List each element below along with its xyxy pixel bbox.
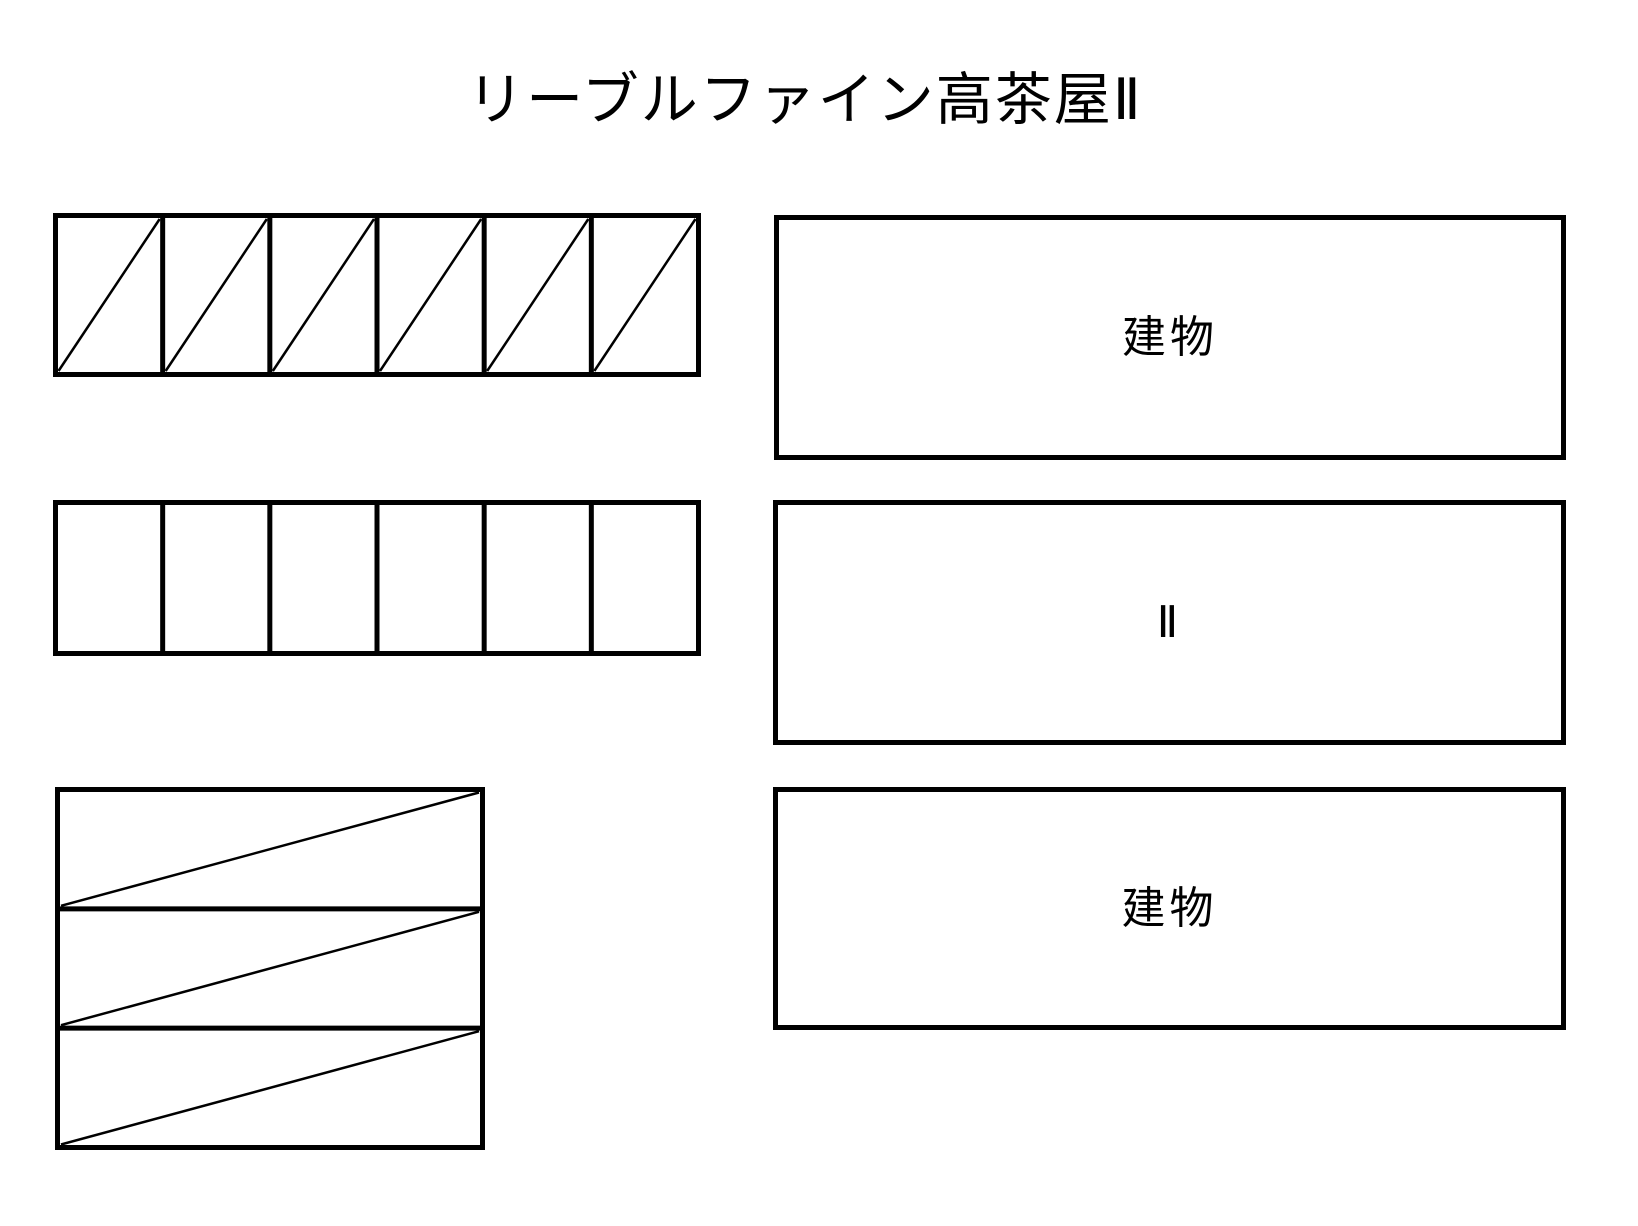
building-rect-bottom-label: 建物: [1121, 883, 1218, 933]
building-rect-middle: Ⅱ: [773, 500, 1566, 745]
building-rect-middle-label: Ⅱ: [1156, 597, 1183, 647]
parking-stacked-diagonal-strips: [55, 787, 485, 1150]
parking-row-empty-stalls: [53, 500, 701, 656]
parking-row-diagonal-stalls: [53, 213, 701, 377]
building-rect-bottom: 建物: [773, 787, 1566, 1030]
building-rect-top: 建物: [774, 215, 1566, 460]
building-rect-top-label: 建物: [1122, 312, 1218, 362]
page-title: リーブルファイン高茶屋Ⅱ: [467, 68, 1143, 132]
